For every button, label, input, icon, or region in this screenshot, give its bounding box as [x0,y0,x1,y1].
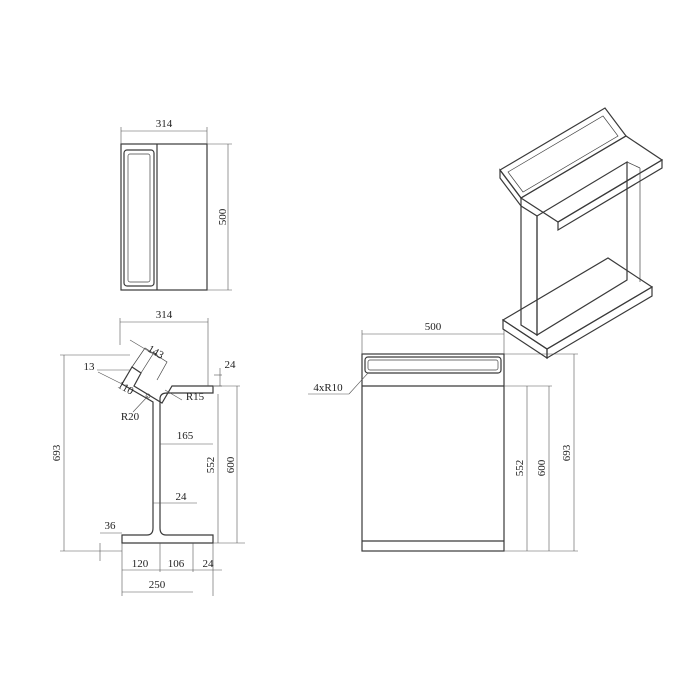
front-view: 500 4xR10 552 600 693 [308,321,578,552]
top-view-outline [120,143,208,291]
side-view-lip-detail [131,347,168,381]
isometric-view [499,107,664,360]
front-view-outline [361,353,505,552]
top-view-width-label: 314 [156,118,173,130]
top-view-lip-inner [127,153,151,283]
front-view-lip-inner [367,359,499,371]
side-view-top-plate-label: 24 [225,359,237,371]
side-view-lip-thickness-label: 13 [84,361,96,373]
side-view-foot-mid-label: 106 [168,558,185,570]
side-view-inner-radius-label: R15 [186,391,205,403]
front-view-overall-height-label: 693 [561,444,573,461]
top-view: 314 500 [120,118,232,291]
side-view-column-height-label: 600 [225,456,237,473]
iso-web [536,160,628,337]
side-view-outer-radius-label: R20 [121,411,140,423]
top-view-lip-outer [123,149,155,287]
side-view-foot-height-label: 36 [105,520,117,532]
front-view-web-height-label: 552 [514,460,526,477]
front-view-column-height-label: 600 [536,459,548,476]
iso-web-edge [520,204,538,337]
side-view-web-height-label: 552 [205,457,217,474]
top-view-height-label: 500 [217,208,229,225]
side-view: 314 143 13 110 24 R15 R20 165 24 36 [51,309,245,596]
side-view-flange-width-label: 165 [177,430,194,442]
side-view-radius-center [145,393,151,399]
side-view-top-width-label: 314 [156,309,173,321]
side-view-web-thickness-label: 24 [176,491,188,503]
side-view-foot-left-label: 120 [132,558,149,570]
side-view-overall-height-label: 693 [51,444,63,461]
side-view-foot-thickness-label: 24 [203,558,215,570]
side-view-profile [121,366,214,544]
iso-top-flange [519,135,664,223]
front-view-width-label: 500 [425,321,442,333]
front-view-radius-label: 4xR10 [313,382,343,394]
side-view-base-width-label: 250 [149,579,166,591]
front-view-lip-outer [364,356,502,374]
